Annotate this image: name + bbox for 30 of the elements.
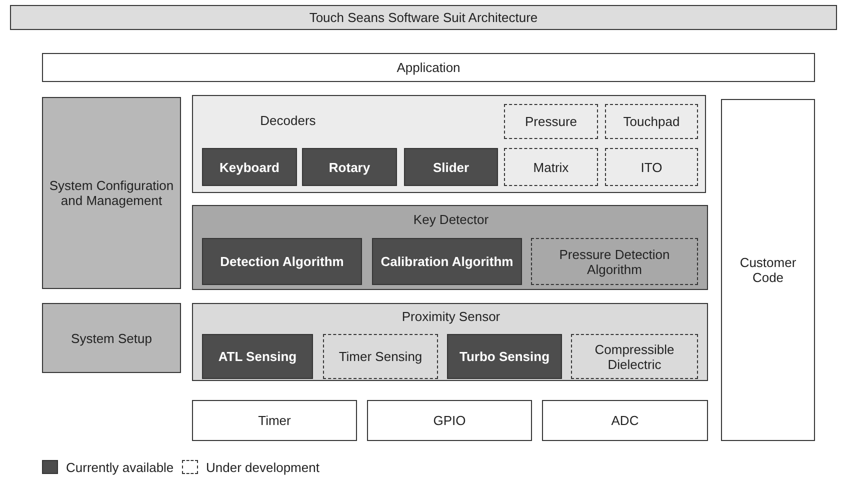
- development-module-box: Touchpad: [605, 104, 698, 139]
- layer-panel: [192, 303, 708, 381]
- panel-heading: Decoders: [259, 113, 317, 128]
- layer-box: Customer Code: [721, 99, 815, 441]
- available-module-box: Keyboard: [202, 148, 297, 186]
- module-box: System Configuration and Management: [42, 97, 181, 289]
- title-bar: Touch Seans Software Suit Architecture: [10, 5, 837, 30]
- available-module-box: ATL Sensing: [202, 334, 313, 379]
- available-module-box: Calibration Algorithm: [372, 238, 522, 285]
- panel-heading: Key Detector: [412, 212, 490, 227]
- available-module-box: Turbo Sensing: [447, 334, 562, 379]
- layer-panel: [192, 95, 706, 193]
- development-module-box: Timer Sensing: [323, 334, 438, 379]
- layer-box: GPIO: [367, 400, 532, 441]
- development-module-box: Pressure Detection Algorithm: [531, 238, 698, 285]
- development-module-box: Matrix: [504, 148, 598, 186]
- available-module-box: Slider: [404, 148, 498, 186]
- layer-box: Application: [42, 53, 815, 82]
- legend-label: Under development: [206, 460, 320, 475]
- panel-heading: Proximity Sensor: [400, 309, 502, 324]
- layer-box: Timer: [192, 400, 357, 441]
- available-module-box: Detection Algorithm: [202, 238, 362, 285]
- available-module-box: Rotary: [302, 148, 397, 186]
- module-box: System Setup: [42, 303, 181, 373]
- development-module-box: Compressible Dielectric: [571, 334, 698, 379]
- layer-box: ADC: [542, 400, 708, 441]
- layer-panel: [192, 205, 708, 290]
- development-module-box: Pressure: [504, 104, 598, 139]
- legend-label: Currently available: [66, 460, 174, 475]
- development-module-box: ITO: [605, 148, 698, 186]
